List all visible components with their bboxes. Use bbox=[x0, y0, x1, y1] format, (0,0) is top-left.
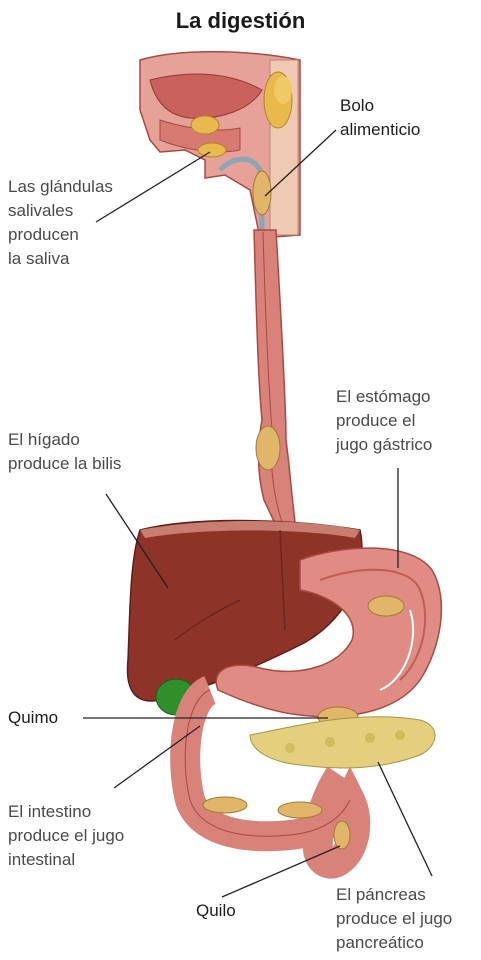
label-bolo: Bolo alimenticio bbox=[340, 94, 420, 142]
label-estomago: El estómago produce el jugo gástrico bbox=[336, 385, 432, 457]
leader-pancreas bbox=[378, 762, 432, 876]
label-pancreas: El páncreas produce el jugo pancreático bbox=[336, 883, 452, 955]
bolus-in-esophagus bbox=[256, 426, 280, 470]
pancreas bbox=[250, 717, 435, 768]
head-section bbox=[140, 52, 300, 238]
bolus-in-stomach bbox=[368, 596, 404, 616]
esophagus bbox=[254, 230, 296, 530]
leader-salivales bbox=[96, 152, 210, 222]
label-quimo: Quimo bbox=[8, 706, 58, 730]
label-intestino: El intestino produce el jugo intestinal bbox=[8, 800, 124, 872]
label-quilo: Quilo bbox=[196, 899, 236, 923]
label-salivales: Las glándulas salivales producen la sali… bbox=[8, 175, 113, 271]
label-higado: El hígado produce la bilis bbox=[8, 428, 121, 476]
chyle bbox=[334, 821, 350, 849]
